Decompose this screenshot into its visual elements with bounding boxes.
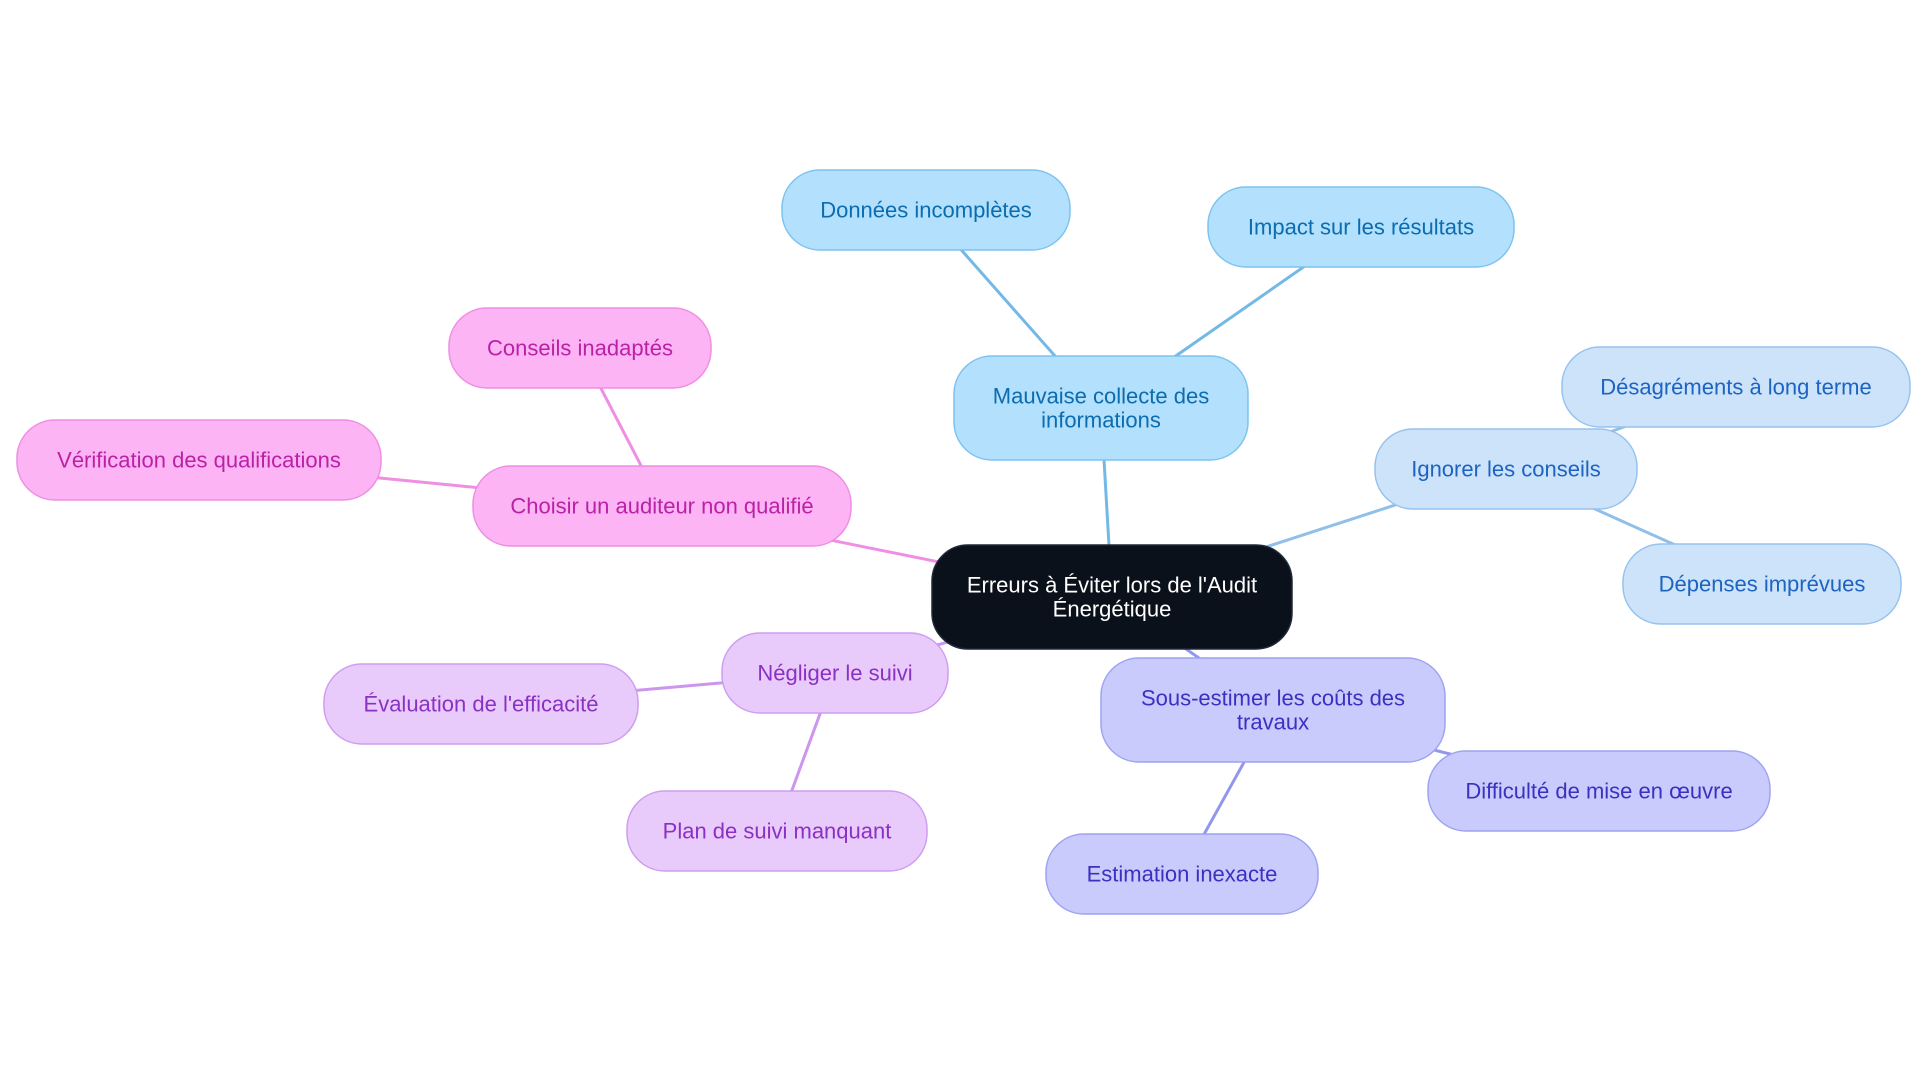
node-donnees-incompletes: Données incomplètes	[781, 169, 1071, 251]
node-conseils-inadaptes: Conseils inadaptés	[448, 307, 712, 389]
node-box	[1374, 428, 1638, 510]
node-box	[781, 169, 1071, 251]
node-label: Données incomplètes	[820, 198, 1032, 223]
node-box	[1207, 186, 1515, 268]
node-box	[1427, 750, 1771, 832]
node-ignorer-conseils: Ignorer les conseils	[1374, 428, 1638, 510]
node-depenses: Dépenses imprévues	[1622, 543, 1902, 625]
node-label: Négliger le suivi	[757, 661, 912, 686]
node-box	[448, 307, 712, 389]
node-label: Vérification des qualifications	[57, 448, 341, 473]
node-box	[323, 663, 639, 745]
node-label: Erreurs à Éviter lors de l'Audit	[967, 573, 1257, 598]
node-negliger-suivi: Négliger le suivi	[721, 632, 949, 714]
node-verification: Vérification des qualifications	[16, 419, 382, 501]
node-estimation-inexacte: Estimation inexacte	[1045, 833, 1319, 915]
node-label: Sous-estimer les coûts des	[1141, 686, 1405, 711]
node-box	[931, 544, 1293, 650]
node-difficulte: Difficulté de mise en œuvre	[1427, 750, 1771, 832]
node-label: Choisir un auditeur non qualifié	[510, 494, 813, 519]
node-box	[1100, 657, 1446, 763]
node-box	[1045, 833, 1319, 915]
node-label: travaux	[1237, 710, 1309, 735]
node-box	[16, 419, 382, 501]
node-box	[953, 355, 1249, 461]
node-label: informations	[1041, 408, 1161, 433]
node-box	[721, 632, 949, 714]
node-label: Conseils inadaptés	[487, 336, 673, 361]
node-label: Désagréments à long terme	[1600, 375, 1871, 400]
node-plan-suivi: Plan de suivi manquant	[626, 790, 928, 872]
node-box	[626, 790, 928, 872]
node-desagrements: Désagréments à long terme	[1561, 346, 1911, 428]
node-box	[1561, 346, 1911, 428]
node-root: Erreurs à Éviter lors de l'AuditÉnergéti…	[931, 544, 1293, 650]
nodes: Erreurs à Éviter lors de l'AuditÉnergéti…	[16, 169, 1911, 915]
node-label: Énergétique	[1053, 597, 1172, 622]
node-label: Dépenses imprévues	[1659, 572, 1866, 597]
node-label: Impact sur les résultats	[1248, 215, 1474, 240]
node-label: Plan de suivi manquant	[663, 819, 892, 844]
node-label: Mauvaise collecte des	[993, 384, 1209, 409]
node-box	[1622, 543, 1902, 625]
node-evaluation: Évaluation de l'efficacité	[323, 663, 639, 745]
node-label: Évaluation de l'efficacité	[364, 692, 599, 717]
node-label: Ignorer les conseils	[1411, 457, 1601, 482]
node-impact-resultats: Impact sur les résultats	[1207, 186, 1515, 268]
node-choisir-auditeur: Choisir un auditeur non qualifié	[472, 465, 852, 547]
node-box	[472, 465, 852, 547]
node-label: Estimation inexacte	[1087, 862, 1278, 887]
node-label: Difficulté de mise en œuvre	[1465, 779, 1732, 804]
